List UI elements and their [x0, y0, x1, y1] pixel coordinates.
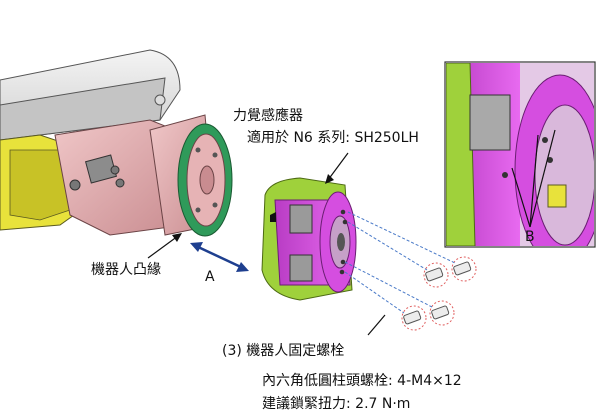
- robot-flange: [149, 114, 233, 237]
- bolt-4: [401, 305, 427, 331]
- leader-lines: [147, 129, 556, 336]
- label-arrow-a: A: [205, 269, 215, 285]
- label-robot-flange: 機器人凸緣: [91, 262, 161, 278]
- detail-inset: [444, 61, 596, 248]
- arrow-a: [190, 242, 249, 272]
- bolt-2: [423, 262, 449, 288]
- label-callout-b: B: [525, 229, 535, 245]
- arrow-heads: [172, 174, 334, 242]
- bolt-3: [429, 300, 455, 326]
- bolt-1: [451, 256, 477, 282]
- label-torque: 建議鎖緊扭力: 2.7 N·m: [262, 396, 411, 412]
- force-sensor: [261, 177, 357, 301]
- label-sensor-title: 力覺感應器: [233, 108, 303, 124]
- label-bolt-title: (3) 機器人固定螺栓: [222, 343, 345, 359]
- label-bolt-spec: 內六角低圓柱頭螺栓: 4-M4×12: [262, 373, 462, 389]
- alignment-lines: [344, 211, 456, 314]
- label-sensor-series: 適用於 N6 系列: SH250LH: [247, 130, 419, 146]
- bolt-group: [401, 256, 477, 331]
